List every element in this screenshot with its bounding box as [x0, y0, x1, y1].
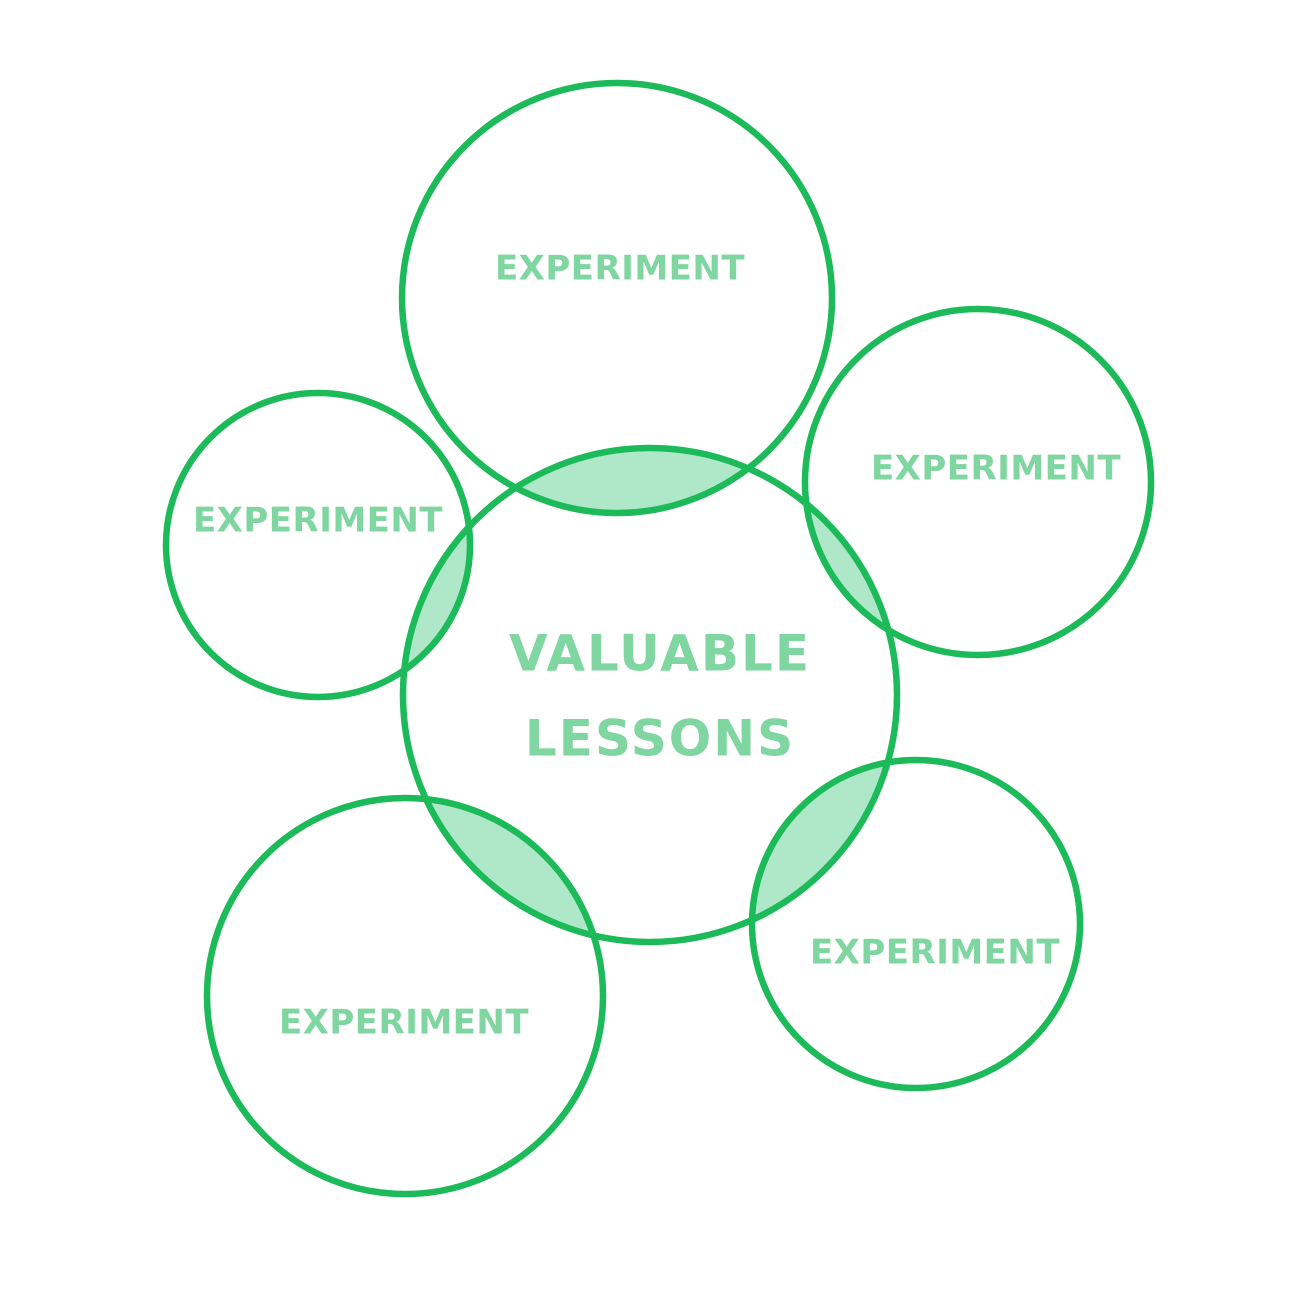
experiment-circle-left: [162, 389, 474, 701]
experiment-label-right: EXPERIMENT: [871, 449, 1121, 489]
experiment-label-left: EXPERIMENT: [193, 501, 443, 541]
experiment-circle-right: [801, 305, 1155, 659]
experiment-label-bottom-right: EXPERIMENT: [810, 933, 1060, 973]
experiment-circle-top: [398, 79, 836, 517]
center-circle: [399, 444, 901, 946]
experiment-circle-bottom-left: [203, 794, 607, 1198]
overlap-bottom-right: [752, 760, 897, 942]
center-label-line2: LESSONS: [525, 710, 795, 768]
center-label-line1: VALUABLE: [509, 625, 811, 683]
experiment-circle-bottom-right: [748, 756, 1084, 1092]
labels: EXPERIMENT EXPERIMENT EXPERIMENT EXPERIM…: [193, 249, 1121, 1043]
circle-outlines: [162, 79, 1155, 1198]
experiment-label-bottom-left: EXPERIMENT: [279, 1003, 529, 1043]
experiment-label-top: EXPERIMENT: [495, 249, 745, 289]
